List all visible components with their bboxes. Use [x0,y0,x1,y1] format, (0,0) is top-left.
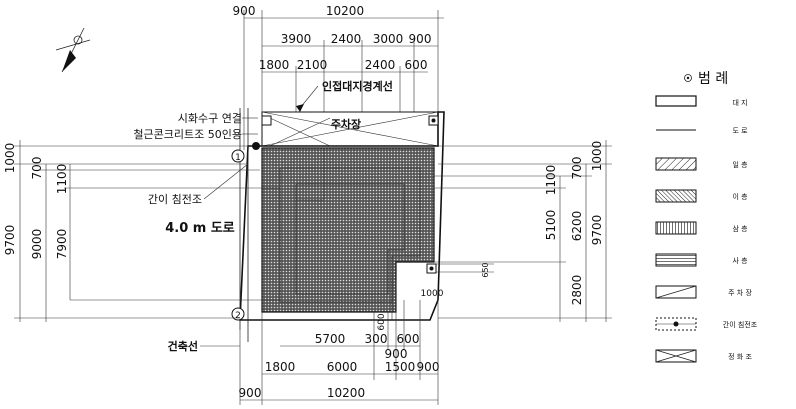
dim-1000-inner: 1000 [421,289,444,299]
point-mark-1: 1 [231,149,245,163]
dim-900-bottom: 900 [385,347,408,361]
dim-600: 600 [405,58,428,72]
label-septic-tank: 간이 침전조 [148,193,202,206]
dim-left-1000: 1000 [3,143,17,174]
floor4-hatch-icon [655,253,697,267]
label-parking: 주차장 [331,117,361,131]
legend-item-septic: 간이 침전조 [723,320,758,329]
dim-top-10200: 10200 [326,4,364,18]
dim-1800-bottom: 1800 [265,360,296,374]
dim-left-9700: 9700 [3,225,17,256]
legend-item-floor4: 사 층 [732,256,748,265]
legend-item-floor1: 일 층 [732,160,748,169]
floor1-hatch-icon [655,157,697,171]
legend-item-floor2: 이 층 [732,192,748,201]
floor2-hatch-icon [655,189,697,203]
dim-right-9700: 9700 [590,215,604,246]
dim-right-700: 700 [570,157,584,180]
dim-650: 650 [481,262,490,277]
label-adjacent-boundary: 인접대지경계선 [322,79,393,93]
building-footprint [261,147,435,313]
dim-6000: 6000 [327,360,358,374]
dim-900a: 900 [409,32,432,46]
site-boundary-icon [655,95,697,107]
point-mark-2: 2 [231,307,245,321]
left-dimensions: 1000 700 1100 9700 9000 7900 [3,140,280,322]
dim-2400: 2400 [331,32,362,46]
dim-900-row3: 900 [417,360,440,374]
label-road-width: 4.0 m 도로 [165,221,235,236]
dim-3900: 3900 [281,32,312,46]
dim-left-700: 700 [30,157,44,180]
legend-item-purification: 정 화 조 [728,352,752,361]
parking-icon [655,285,697,299]
purification-tank-icon [655,349,697,363]
dim-top-900: 900 [233,4,256,18]
dim-bottom-10200: 10200 [327,386,365,400]
dim-bottom-900: 900 [239,386,262,400]
dim-left-1100: 1100 [55,164,69,195]
label-sewer-connection: 시화수구 연결 [178,112,242,125]
site-corner-markers [252,115,439,274]
legend-item-parking: 주 차 장 [728,288,752,297]
label-building-line: 건축선 [168,339,198,353]
dim-2400b: 2400 [365,58,396,72]
septic-tank-icon [655,317,697,331]
dim-right-2800: 2800 [570,275,584,306]
dim-1500: 1500 [385,360,416,374]
dim-left-9000: 9000 [30,229,44,260]
legend-item-floor3: 삼 층 [732,224,748,233]
svg-text:2: 2 [235,311,241,321]
legend-title: 범 례 [698,71,728,87]
dim-5700: 5700 [315,332,346,346]
north-arrow-icon [55,27,91,73]
svg-text:1: 1 [235,153,241,163]
dim-600-vertical: 600 [377,313,387,330]
dim-left-7900: 7900 [55,229,69,260]
dim-right-1000: 1000 [590,141,604,172]
legend-item-site: 대 지 [732,98,747,107]
dim-3000: 3000 [373,32,404,46]
dim-600-bottom: 600 [397,332,420,346]
legend-item-road: 도 로 [732,127,748,135]
dim-2100: 2100 [297,58,328,72]
dim-300: 300 [365,332,388,346]
dim-1800: 1800 [259,58,290,72]
dim-right-5100: 5100 [544,210,558,241]
site-boundary [239,108,445,342]
floor3-hatch-icon [655,221,697,235]
legend: 범 례 대 지 도 로 일 층 이 층 삼 층 사 층 주 차 장 간이 침전조 [655,71,758,363]
right-dimensions: 1000 700 1100 5100 6200 9700 2800 650 10… [421,140,612,322]
bottom-dimensions: 600 5700 300 600 900 1800 6000 1500 900 … [239,280,440,405]
dim-right-6200: 6200 [570,211,584,242]
label-rc-tank: 철근콘크리트조 50인용 [133,128,242,141]
dim-right-1100: 1100 [544,165,558,196]
